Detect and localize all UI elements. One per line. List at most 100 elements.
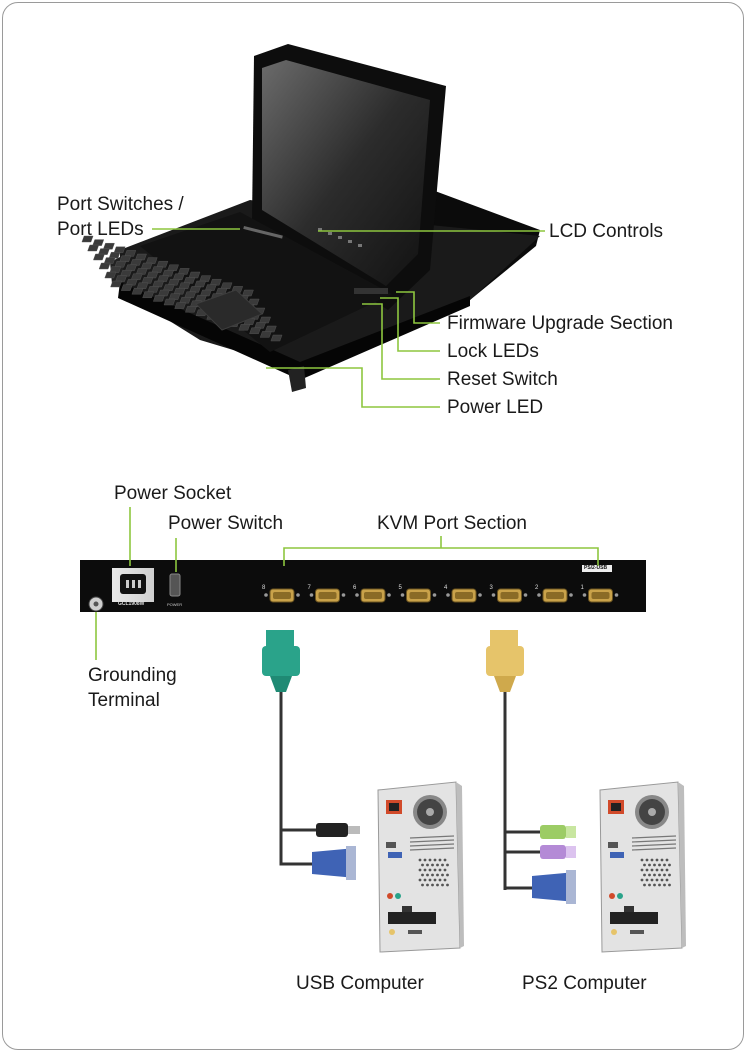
- keyboard-key: [146, 271, 159, 279]
- keyboard-key: [204, 284, 217, 291]
- kvm-port-number: 6: [353, 585, 357, 591]
- keyboard-key: [130, 273, 143, 280]
- keyboard-key: [115, 275, 127, 282]
- keyboard-key: [189, 286, 202, 293]
- keyboard-key: [162, 284, 175, 291]
- kvm-port-4: 4: [444, 585, 482, 603]
- keyboard-key: [120, 284, 133, 291]
- keyboard-key: [93, 253, 105, 261]
- keyboard-key: [156, 261, 169, 268]
- usb-plug: [316, 823, 348, 837]
- keyboard-key: [173, 288, 186, 295]
- kvm-port-number: 3: [490, 585, 494, 591]
- touchpad: [195, 289, 263, 331]
- keyboard-key: [241, 289, 254, 297]
- keyboard-key: [147, 286, 160, 293]
- kvm-port-1: 1: [581, 585, 619, 603]
- kvm-port-5: 5: [399, 585, 437, 603]
- kvm-port-number: 7: [308, 585, 312, 591]
- label-port-switches-1: Port Switches /: [57, 194, 184, 215]
- label-ps2-computer: PS2 Computer: [522, 973, 647, 994]
- label-lcd-controls: LCD Controls: [549, 221, 664, 242]
- keyboard-key: [130, 259, 142, 266]
- port-switch-strip: [243, 226, 283, 239]
- rear-callout-lines: [95, 507, 599, 660]
- keyboard-key: [185, 306, 197, 313]
- keyboard-key: [188, 271, 201, 279]
- keyboard-key: [259, 331, 272, 338]
- console-callout-lines: [152, 228, 545, 408]
- keyboard-key: [109, 266, 122, 273]
- keyboard-key: [125, 264, 137, 271]
- label-port-switches-2: Port LEDs: [57, 219, 144, 240]
- model-tag: [582, 565, 612, 572]
- keyboard-key: [254, 322, 266, 329]
- rear-panel: 8 7 6 5 4 3 2 1: [80, 560, 646, 612]
- keyboard-key: [131, 288, 144, 295]
- keyboard-key: [174, 302, 187, 309]
- keyboard-key: [168, 293, 181, 300]
- lcd-control-buttons: [318, 228, 362, 247]
- label-kvm-port-section: KVM Port Section: [377, 513, 527, 534]
- kvm-console-drawer: [81, 44, 540, 392]
- keyboard-key: [125, 279, 138, 286]
- keyboard-key: [178, 282, 191, 289]
- label-power-socket: Power Socket: [114, 483, 232, 504]
- label-reset-switch: Reset Switch: [447, 369, 558, 390]
- keyboard-key: [113, 246, 126, 254]
- kvm-port-8: 8: [262, 585, 300, 603]
- keyboard-key: [145, 257, 158, 264]
- label-usb-computer: USB Computer: [296, 973, 424, 994]
- usb-kvm-cable: [262, 630, 360, 880]
- label-firmware-upgrade: Firmware Upgrade Section: [447, 313, 673, 334]
- keyboard-key: [184, 291, 197, 298]
- kvm-port-number: 2: [535, 585, 539, 591]
- keyboard-key: [151, 266, 164, 273]
- keyboard-key: [98, 262, 111, 270]
- keyboard-key: [110, 280, 122, 288]
- keyboard-key: [119, 255, 132, 263]
- keyboard-key: [249, 327, 261, 334]
- keyboard-key: [153, 295, 165, 302]
- kvm-port-6: 6: [353, 585, 391, 603]
- keyboard-key: [103, 242, 115, 250]
- keyboard-key: [98, 248, 110, 255]
- keyboard-key: [238, 324, 251, 331]
- keyboard-key: [172, 273, 185, 280]
- keyboard-key: [104, 271, 117, 279]
- keyboard-key: [120, 270, 132, 277]
- power-switch: [169, 573, 181, 597]
- vga-plug-usb: [312, 848, 356, 878]
- keyboard-key: [136, 282, 149, 289]
- keyboard-key: [167, 264, 179, 271]
- ps2-computer: [599, 781, 686, 953]
- keyboard-key: [140, 262, 153, 270]
- keyboard-key: [163, 298, 176, 306]
- keyboard-key: [103, 257, 116, 264]
- keyboard-key: [141, 277, 154, 284]
- label-power-led: Power LED: [447, 397, 544, 418]
- keyboard-key: [167, 279, 180, 286]
- keyboard-key: [114, 261, 127, 268]
- keyboard-key: [220, 282, 233, 289]
- kvm-port-number: 5: [399, 585, 403, 591]
- keyboard-key: [199, 275, 211, 282]
- keyboard-key: [259, 316, 271, 324]
- keyboard-key: [270, 334, 283, 342]
- keyboard-key: [177, 268, 190, 275]
- keyboard-key: [209, 279, 222, 286]
- usb-computer: [377, 781, 464, 953]
- keyboard-key: [152, 280, 164, 288]
- keyboard-key: [264, 325, 277, 333]
- kvm-port-number: 8: [262, 585, 266, 591]
- firmware-upgrade-port: [354, 288, 388, 294]
- keyboard-key: [135, 253, 147, 261]
- kvm-port-2: 2: [535, 585, 573, 603]
- keyboard-key: [142, 291, 155, 298]
- label-grounding-1: Grounding: [88, 665, 177, 686]
- socket-rating-label: GCL1908W: [118, 601, 145, 607]
- kvm-port-number: 1: [581, 585, 585, 591]
- kvm-port-number: 4: [444, 585, 448, 591]
